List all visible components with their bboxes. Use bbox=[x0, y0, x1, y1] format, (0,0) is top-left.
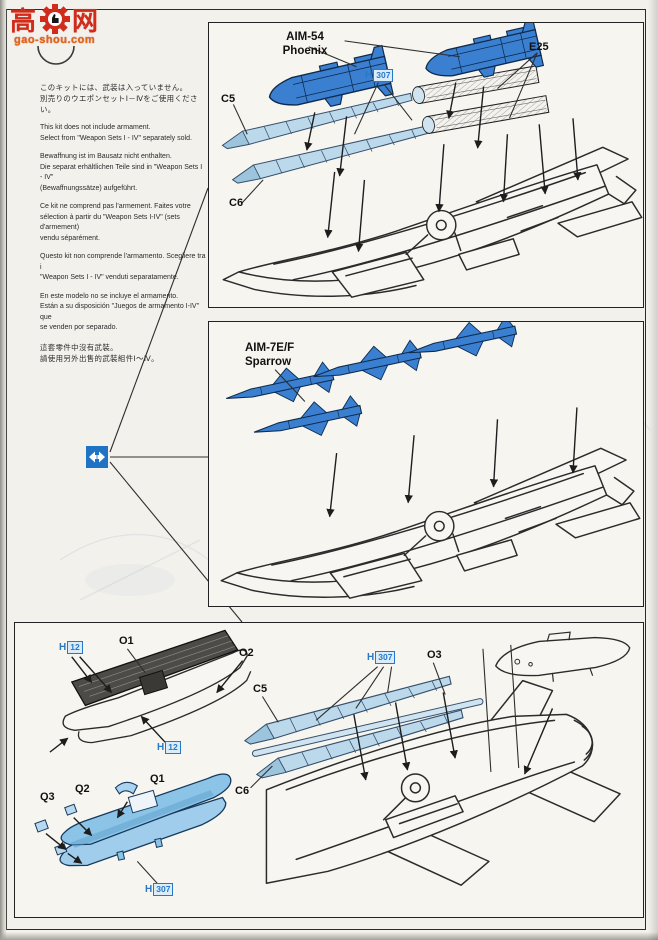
part-label-o2: O2 bbox=[239, 647, 254, 659]
part-q2-bit bbox=[64, 803, 78, 816]
aim7-missile bbox=[249, 392, 365, 450]
notice-line: Están a su disposición "Juegos de armame… bbox=[40, 303, 200, 321]
assembly-arrows bbox=[326, 407, 578, 518]
part-label-c6: C6 bbox=[235, 785, 250, 797]
part-label-o1: O1 bbox=[119, 635, 134, 647]
missile-name-label: AIM-54 Phoenix bbox=[282, 31, 328, 57]
scan-edge-right bbox=[648, 0, 658, 940]
notice-line: 別売りのウエポンセットⅠ－Ⅳをご使用ください。 bbox=[40, 94, 198, 115]
notice-line: (Bewaffnungssätze) aufgeführt. bbox=[40, 184, 138, 192]
leader-lines bbox=[232, 40, 538, 205]
drop-tank bbox=[492, 625, 634, 689]
scan-edge-bottom bbox=[0, 932, 658, 940]
watermark-url: gao-shou.com bbox=[14, 34, 96, 46]
part-label-c5: C5 bbox=[221, 93, 236, 105]
notice-line: Questo kit non comprende l'armamento. Sc… bbox=[40, 253, 206, 271]
notice-line: Select from "Weapon Sets I - IV" separat… bbox=[40, 134, 192, 142]
pallet-assembly bbox=[62, 629, 252, 744]
notice-line: This kit does not include armament. bbox=[40, 124, 151, 132]
part-label-e25: E25 bbox=[529, 41, 549, 53]
part-label-q3: Q3 bbox=[40, 791, 55, 803]
leader-line bbox=[274, 369, 306, 402]
notice-italian: Questo kit non comprende l'armamento. Sc… bbox=[40, 252, 206, 284]
phoenix-diagram-art bbox=[219, 23, 643, 298]
part-label-q2: Q2 bbox=[75, 783, 90, 795]
part-label-q1: Q1 bbox=[150, 773, 165, 785]
notice-line: 這套零件中沒有武裝。 bbox=[40, 342, 118, 352]
assembly-arrows bbox=[45, 656, 458, 864]
blue-fuel-tank bbox=[59, 773, 232, 867]
thumbs-up-icon bbox=[52, 14, 59, 23]
scan-edge-left bbox=[0, 0, 7, 940]
notice-line: sélection à partir du "Weapon Sets I-IV"… bbox=[40, 213, 180, 232]
notice-french: Ce kit ne comprend pas l'armement. Faite… bbox=[40, 202, 206, 244]
missile-name-label: AIM-7E/F Sparrow bbox=[245, 342, 295, 368]
center-block-part bbox=[138, 669, 169, 696]
notice-chinese: 這套零件中沒有武裝。 請使用另外出售的武裝組件Ⅰ～Ⅳ。 bbox=[40, 342, 206, 364]
grate-part-o1 bbox=[70, 629, 239, 707]
e25-pallet bbox=[420, 95, 550, 135]
notice-line: このキットには、武装は入っていません。 bbox=[40, 83, 188, 92]
part-label-o3: O3 bbox=[427, 649, 442, 661]
notice-line: "Weapon Sets I - IV" venduti separatamen… bbox=[40, 274, 179, 282]
part-label-c6: C6 bbox=[229, 197, 244, 209]
stamp-arc bbox=[37, 45, 75, 65]
notice-line: Bewaffnung ist im Bausatz nicht enthalte… bbox=[40, 153, 172, 161]
part-label-c5: C5 bbox=[253, 683, 268, 695]
sparrow-diagram-art bbox=[220, 322, 641, 599]
notice-line: En este modelo no se incluye el armament… bbox=[40, 292, 179, 300]
diagram-box-sparrow: AIM-7E/F Sparrow bbox=[208, 321, 644, 607]
notice-line: se venden por separado. bbox=[40, 324, 118, 332]
part-q1-saddle bbox=[114, 781, 139, 795]
tube-part-o3 bbox=[251, 698, 484, 757]
notice-line: vendu séparément. bbox=[40, 234, 100, 242]
watermark-char-left: 高 bbox=[10, 6, 37, 36]
watermark-char-right: 网 bbox=[72, 6, 99, 36]
notice-japanese: このキットには、武装は入っていません。 別売りのウエポンセットⅠ－Ⅳをご使用くだ… bbox=[40, 82, 206, 115]
notice-german: Bewaffnung ist im Bausatz nicht enthalte… bbox=[40, 152, 206, 194]
notice-line: 請使用另外出售的武裝組件Ⅰ～Ⅳ。 bbox=[40, 353, 159, 363]
leader-lines bbox=[126, 644, 520, 884]
assembly-arrows bbox=[304, 82, 582, 253]
gear-icon bbox=[40, 4, 70, 34]
both-sides-icon bbox=[86, 446, 108, 468]
aim7-missile bbox=[404, 322, 520, 371]
watermark-logo: 高 网 gao-shou.com bbox=[6, 4, 126, 65]
armament-notice: このキットには、武装は入っていません。 別売りのウエポンセットⅠ－Ⅳをご使用くだ… bbox=[40, 82, 206, 372]
notice-english: This kit does not include armament. Sele… bbox=[40, 123, 206, 144]
tanks-diagram-art bbox=[34, 625, 634, 886]
part-q3-bit bbox=[34, 819, 49, 833]
notice-line: Ce kit ne comprend pas l'armement. Faite… bbox=[40, 203, 191, 211]
notice-spanish: En este modelo no se incluye el armament… bbox=[40, 292, 206, 334]
notice-line: Die separat erhältlichen Teile sind in "… bbox=[40, 163, 203, 182]
